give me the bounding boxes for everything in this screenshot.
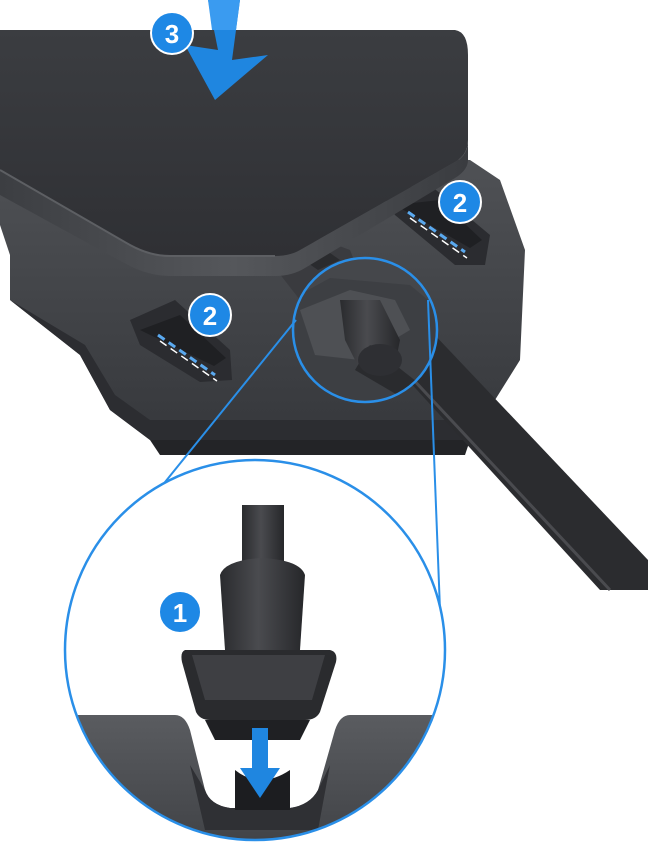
step-3-down-arrow-icon <box>185 0 268 100</box>
callout-step-2-right: 2 <box>438 180 482 224</box>
callout-step-2-left: 2 <box>188 293 232 337</box>
callout-step-3: 3 <box>150 11 194 55</box>
callout-step-1: 1 <box>158 590 202 634</box>
plug-detail-circle <box>291 256 439 404</box>
callout-step-2-left-label: 2 <box>203 301 217 331</box>
right-alignment-dash-icon <box>407 210 468 259</box>
insert-down-arrow-icon <box>240 728 280 798</box>
callout-step-1-label: 1 <box>173 598 187 628</box>
callout-step-2-right-label: 2 <box>453 188 467 218</box>
left-latch-pocket <box>130 300 232 382</box>
power-adapter-body <box>0 30 468 276</box>
left-alignment-dash-icon <box>157 333 218 382</box>
callout-step-3-label: 3 <box>165 19 179 49</box>
